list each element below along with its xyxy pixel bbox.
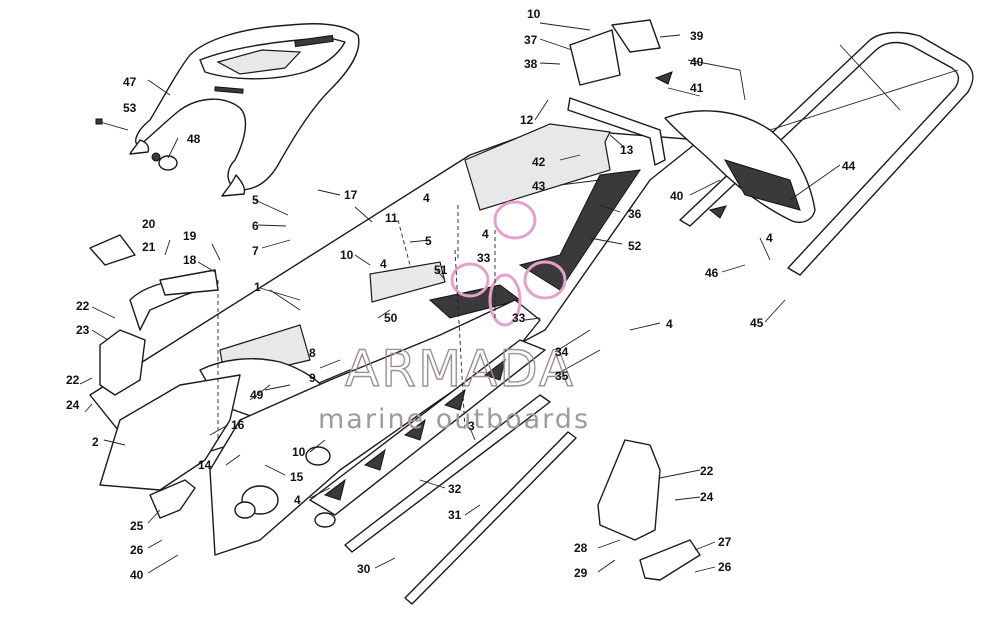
- callout-41: 41: [690, 81, 704, 95]
- callout-10-top: 10: [527, 7, 541, 21]
- callout-35: 35: [555, 369, 569, 383]
- callout-44: 44: [842, 159, 856, 173]
- callout-labels: 47 53 48 17 5 6 7 20 21 19 18 22 23 22 2…: [66, 7, 856, 582]
- callout-10-mid: 10: [340, 248, 354, 262]
- callout-9: 9: [309, 371, 316, 385]
- rail-bar: [404, 431, 577, 605]
- watermark-brand: ARMADA: [345, 340, 575, 398]
- callout-18: 18: [183, 253, 197, 267]
- callout-12: 12: [520, 113, 534, 127]
- callout-4-center: 4: [482, 227, 489, 241]
- cap: [149, 479, 196, 519]
- callout-13: 13: [620, 143, 634, 157]
- watermark-tagline: marine outboards: [318, 404, 590, 435]
- callout-24-left: 24: [66, 398, 80, 412]
- callout-10-low: 10: [292, 445, 306, 459]
- callout-7: 7: [252, 244, 259, 258]
- callout-23: 23: [76, 323, 90, 337]
- callout-53: 53: [123, 101, 137, 115]
- callout-30: 30: [357, 562, 371, 576]
- screw-53: [95, 118, 129, 131]
- watermark: ARMADA marine outboards: [318, 339, 590, 435]
- callout-43: 43: [532, 179, 546, 193]
- callout-4-right: 4: [766, 231, 773, 245]
- callout-47: 47: [123, 75, 137, 89]
- callout-40-bottom: 40: [130, 568, 144, 582]
- callout-39: 39: [690, 29, 704, 43]
- callout-11: 11: [385, 211, 398, 225]
- callout-20: 20: [142, 217, 156, 231]
- callout-31: 31: [448, 508, 462, 522]
- callout-38: 38: [524, 57, 538, 71]
- callout-34: 34: [555, 345, 569, 359]
- callout-8: 8: [309, 346, 316, 360]
- callout-15: 15: [290, 470, 304, 484]
- callout-22-top: 22: [76, 299, 90, 313]
- callout-14: 14: [198, 458, 212, 472]
- callout-22-right: 22: [700, 464, 714, 478]
- bushing-48: [151, 152, 178, 171]
- callout-52: 52: [628, 239, 642, 253]
- watermark-logo-mark: [450, 200, 567, 327]
- callout-4-upper: 4: [423, 191, 430, 205]
- callout-19: 19: [183, 229, 197, 243]
- callout-48: 48: [187, 132, 201, 146]
- front-brackets: [89, 234, 219, 396]
- callout-25: 25: [130, 519, 144, 533]
- callout-40-top: 40: [690, 55, 704, 69]
- lattice-rail: [309, 339, 551, 553]
- callout-4-mid: 4: [380, 257, 387, 271]
- callout-4-bottom: 4: [294, 493, 301, 507]
- callout-5-mid: 5: [425, 234, 432, 248]
- callout-26-left: 26: [130, 543, 144, 557]
- callout-42: 42: [532, 155, 546, 169]
- callout-6: 6: [252, 219, 259, 233]
- callout-4-side: 4: [666, 317, 673, 331]
- callout-37: 37: [524, 33, 538, 47]
- flag-markers: [654, 71, 727, 219]
- callout-40-mid: 40: [670, 189, 684, 203]
- front-bulkhead: [99, 299, 541, 556]
- callout-5-top: 5: [252, 193, 259, 207]
- callout-22-mid: 22: [66, 373, 80, 387]
- leader-lines: [79, 22, 841, 574]
- callout-28: 28: [574, 541, 588, 555]
- callout-2: 2: [92, 435, 99, 449]
- callout-51: 51: [434, 263, 448, 277]
- callout-45: 45: [750, 316, 764, 330]
- callout-33-low: 33: [512, 311, 526, 325]
- callout-50: 50: [384, 311, 398, 325]
- callout-49: 49: [250, 388, 264, 402]
- snow-flap: [664, 110, 816, 223]
- rear-bumper: [679, 31, 974, 276]
- side-plate: [597, 439, 701, 581]
- callout-17: 17: [344, 188, 358, 202]
- callout-24-right: 24: [700, 490, 714, 504]
- hitch-bracket: [567, 19, 666, 166]
- callout-36: 36: [628, 207, 642, 221]
- callout-16: 16: [231, 418, 245, 432]
- callout-1: 1: [254, 280, 261, 294]
- callout-26-right: 26: [718, 560, 732, 574]
- callout-3: 3: [468, 419, 475, 433]
- seat: [129, 23, 360, 197]
- callout-29: 29: [574, 566, 588, 580]
- callout-46: 46: [705, 266, 719, 280]
- callout-33-top: 33: [477, 251, 491, 265]
- callout-32: 32: [448, 482, 462, 496]
- callout-27: 27: [718, 535, 732, 549]
- callout-21: 21: [142, 240, 156, 254]
